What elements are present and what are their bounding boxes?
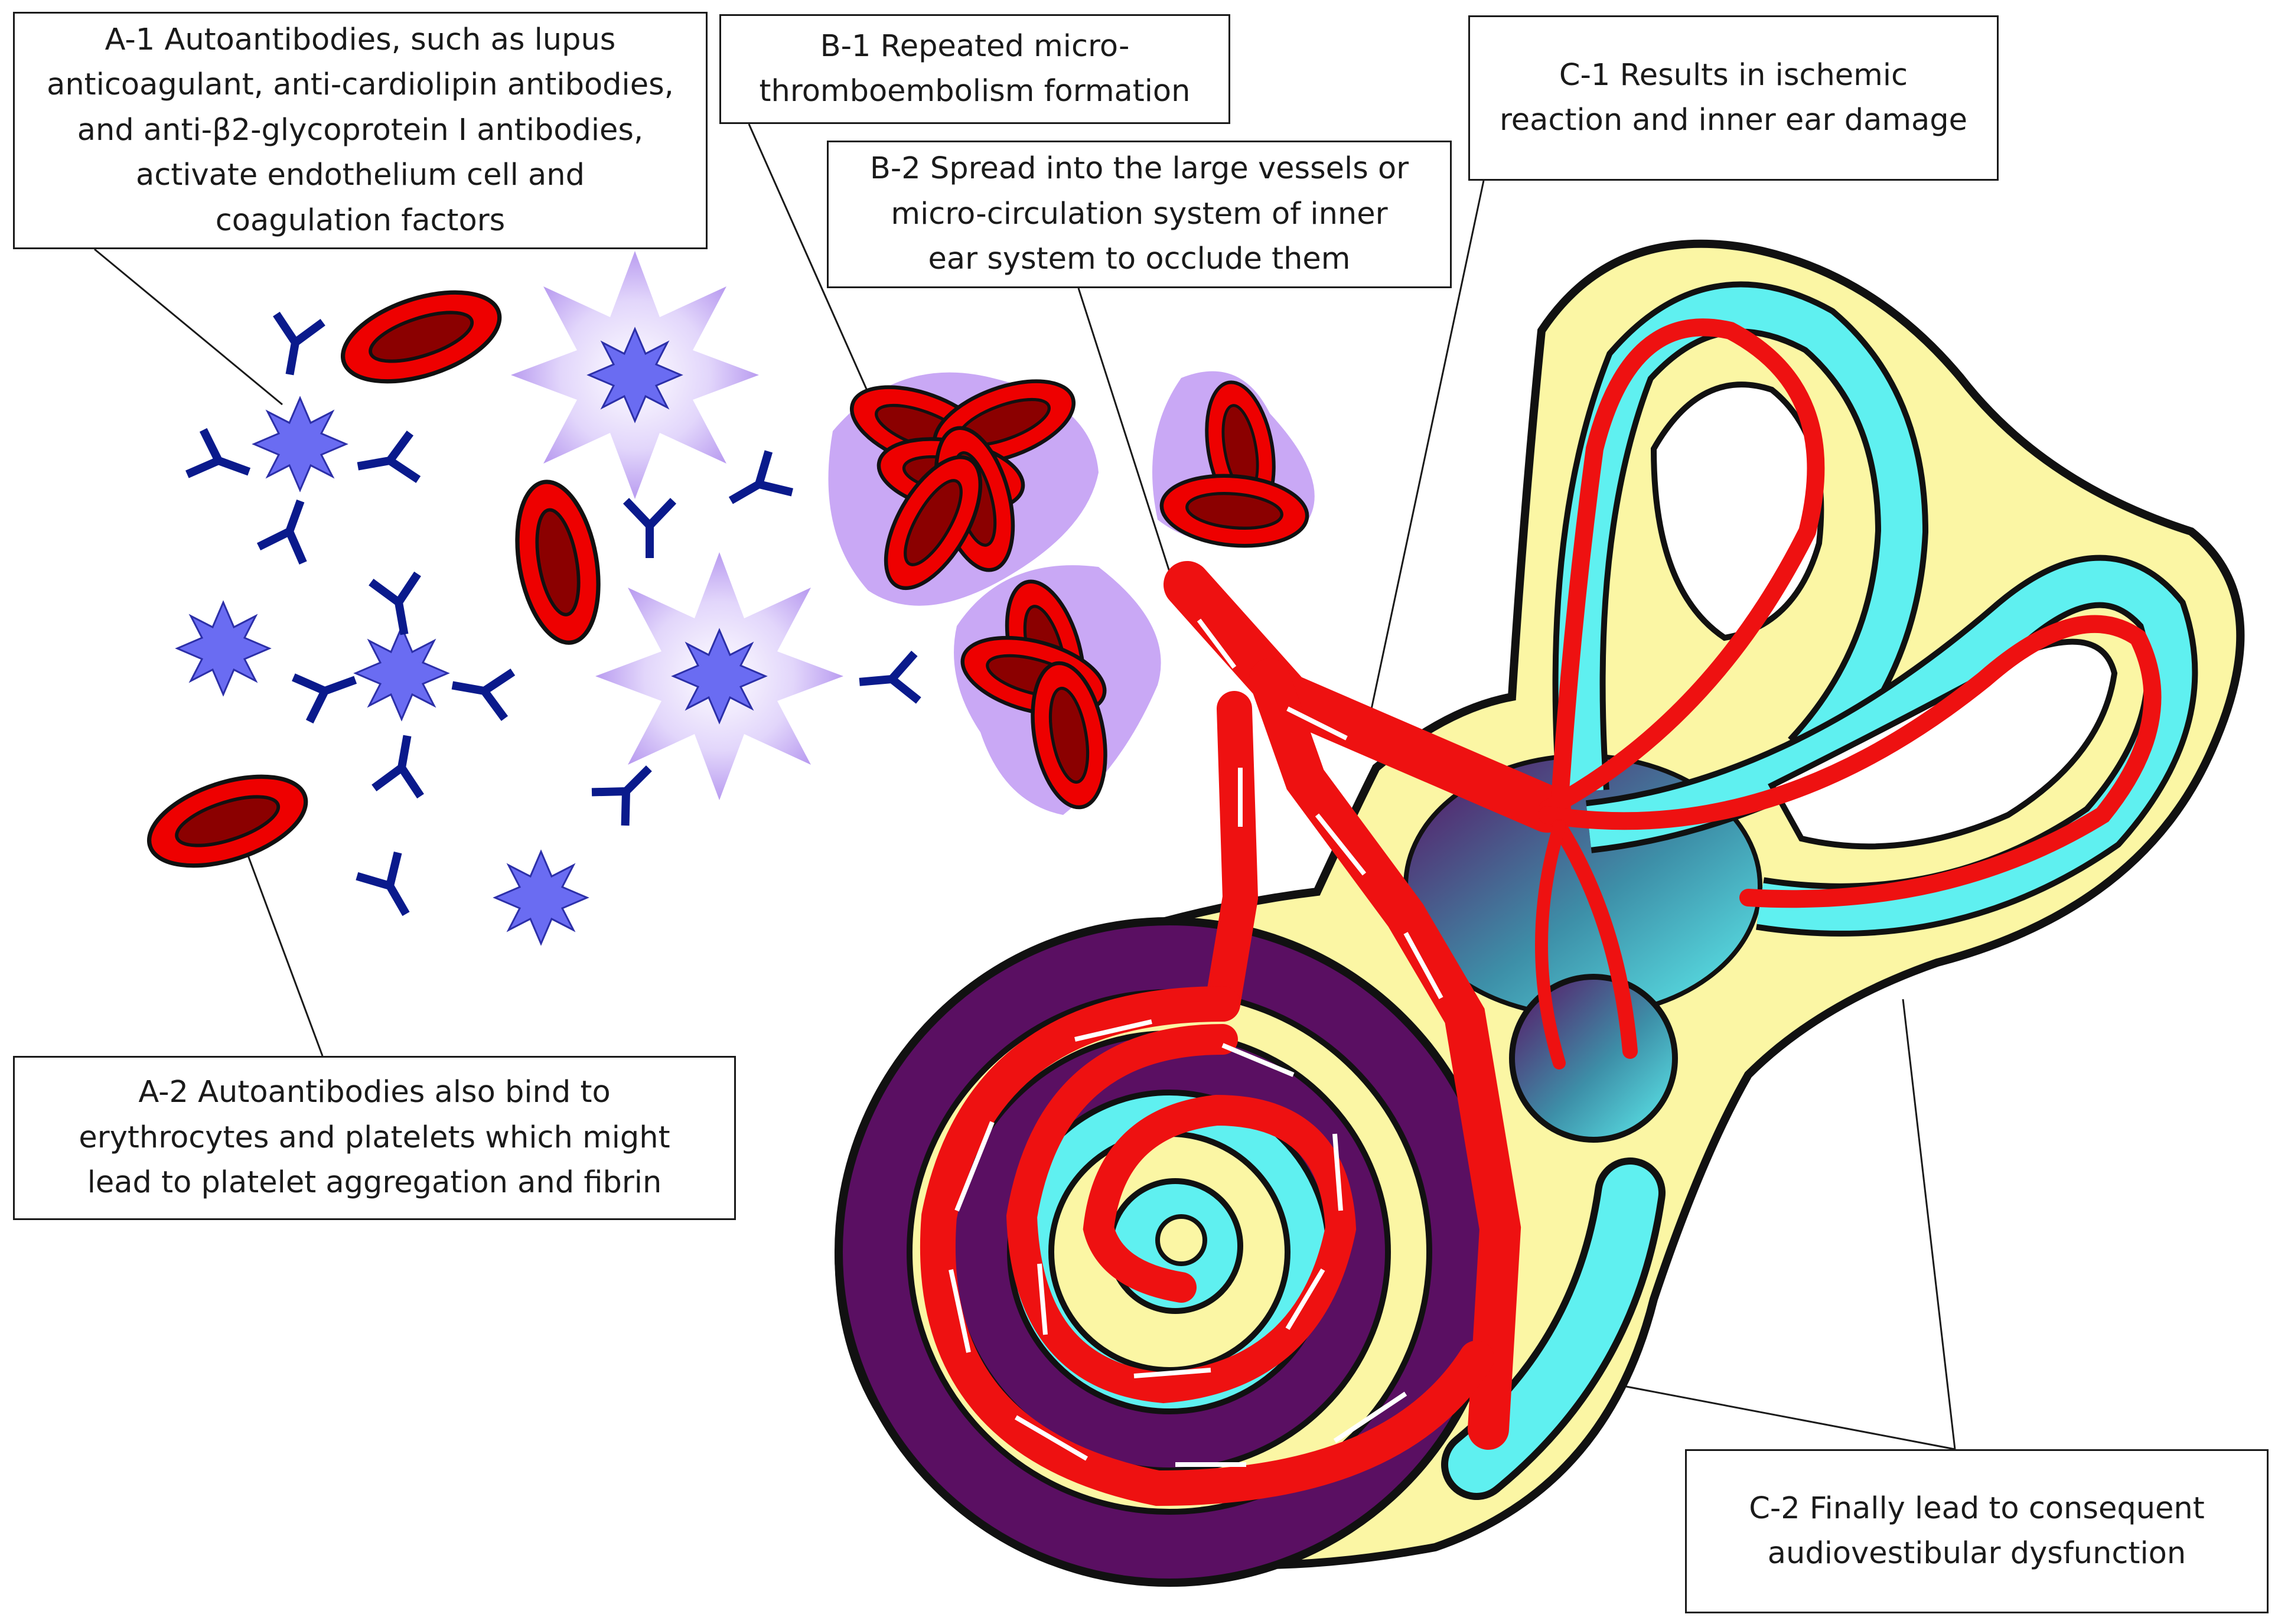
callout-c1-line: reaction and inner ear damage <box>1499 103 1968 138</box>
blood-components <box>138 251 919 946</box>
thrombus-icon <box>954 565 1161 815</box>
callout-a1-line: A-1 Autoantibodies, such as lupus <box>105 22 616 57</box>
platelet-icon <box>175 600 272 697</box>
thrombus-icon <box>828 365 1099 606</box>
erythrocyte-icon <box>332 275 510 399</box>
antibody-icon <box>294 658 364 722</box>
callout-a1-line: activate endothelium cell and <box>136 158 585 193</box>
activated-platelet-icon <box>511 251 759 499</box>
thrombus-icon <box>1152 371 1315 552</box>
callout-a2-line: A-2 Autoantibodies also bind to <box>138 1075 611 1110</box>
callout-a1-line: anticoagulant, anti-cardiolipin antibodi… <box>47 67 674 103</box>
leader-a2 <box>241 839 324 1056</box>
callout-b2-line: B-2 Spread into the large vessels or <box>869 151 1409 187</box>
antibody-icon <box>259 493 322 563</box>
platelet-icon <box>353 625 450 722</box>
callout-b2-line: micro-circulation system of inner <box>891 196 1388 231</box>
callout-c2-line: C-2 Finally lead to consequent <box>1749 1491 2205 1526</box>
callout-c2-line: audiovestibular dysfunction <box>1767 1536 2186 1571</box>
inner-ear-icon <box>834 239 2245 1587</box>
callout-a2: A-2 Autoantibodies also bind to erythroc… <box>13 1056 736 1220</box>
antibody-icon <box>187 430 258 494</box>
callout-a1-line: coagulation factors <box>215 203 506 238</box>
antibody-icon <box>626 501 673 558</box>
antibody-icon <box>371 574 428 638</box>
antibody-icon <box>354 433 418 490</box>
callout-b2-line: ear system to occlude them <box>928 242 1351 277</box>
callout-a1: A-1 Autoantibodies, such as lupus antico… <box>13 12 708 249</box>
platelet-icon <box>252 396 348 493</box>
callout-b1-line: B-1 Repeated micro- <box>820 28 1130 64</box>
antibody-icon <box>266 314 323 379</box>
antibody-icon <box>448 662 513 719</box>
antibody-icon <box>719 451 792 521</box>
antibody-icon <box>357 853 426 926</box>
leader-a1 <box>94 248 283 406</box>
callout-a2-line: lead to platelet aggregation and fibrin <box>87 1165 662 1201</box>
antibody-icon <box>858 653 919 705</box>
activated-platelet-icon <box>595 552 843 800</box>
leader-lines <box>94 123 1956 1450</box>
callout-c2: C-2 Finally lead to consequent audiovest… <box>1685 1449 2269 1613</box>
platelet-icon <box>493 849 589 946</box>
flow-arrows <box>949 618 1443 1467</box>
leader-c2b <box>1601 1381 1956 1450</box>
callout-b2: B-2 Spread into the large vessels or mic… <box>827 141 1452 288</box>
leader-b1 <box>748 123 875 407</box>
leader-b2 <box>1077 288 1178 594</box>
callout-c1-line: C-1 Results in ischemic <box>1559 57 1908 93</box>
leader-c2a <box>1902 999 1956 1450</box>
erythrocyte-icon <box>138 759 317 883</box>
callout-a2-line: erythrocytes and platelets which might <box>79 1120 670 1155</box>
callout-c1: C-1 Results in ischemic reaction and inn… <box>1468 15 1999 181</box>
inner-ear-vessels <box>920 318 2162 1506</box>
leader-c1 <box>1369 180 1485 715</box>
antibody-icon <box>592 752 666 826</box>
callout-b1: B-1 Repeated micro- thromboembolism form… <box>719 14 1230 124</box>
callout-a1-line: and anti-β2-glycoprotein I antibodies, <box>77 112 644 148</box>
erythrocyte-icon <box>506 475 610 649</box>
antibody-icon <box>374 732 431 796</box>
callout-b1-line: thromboembolism formation <box>759 74 1191 109</box>
